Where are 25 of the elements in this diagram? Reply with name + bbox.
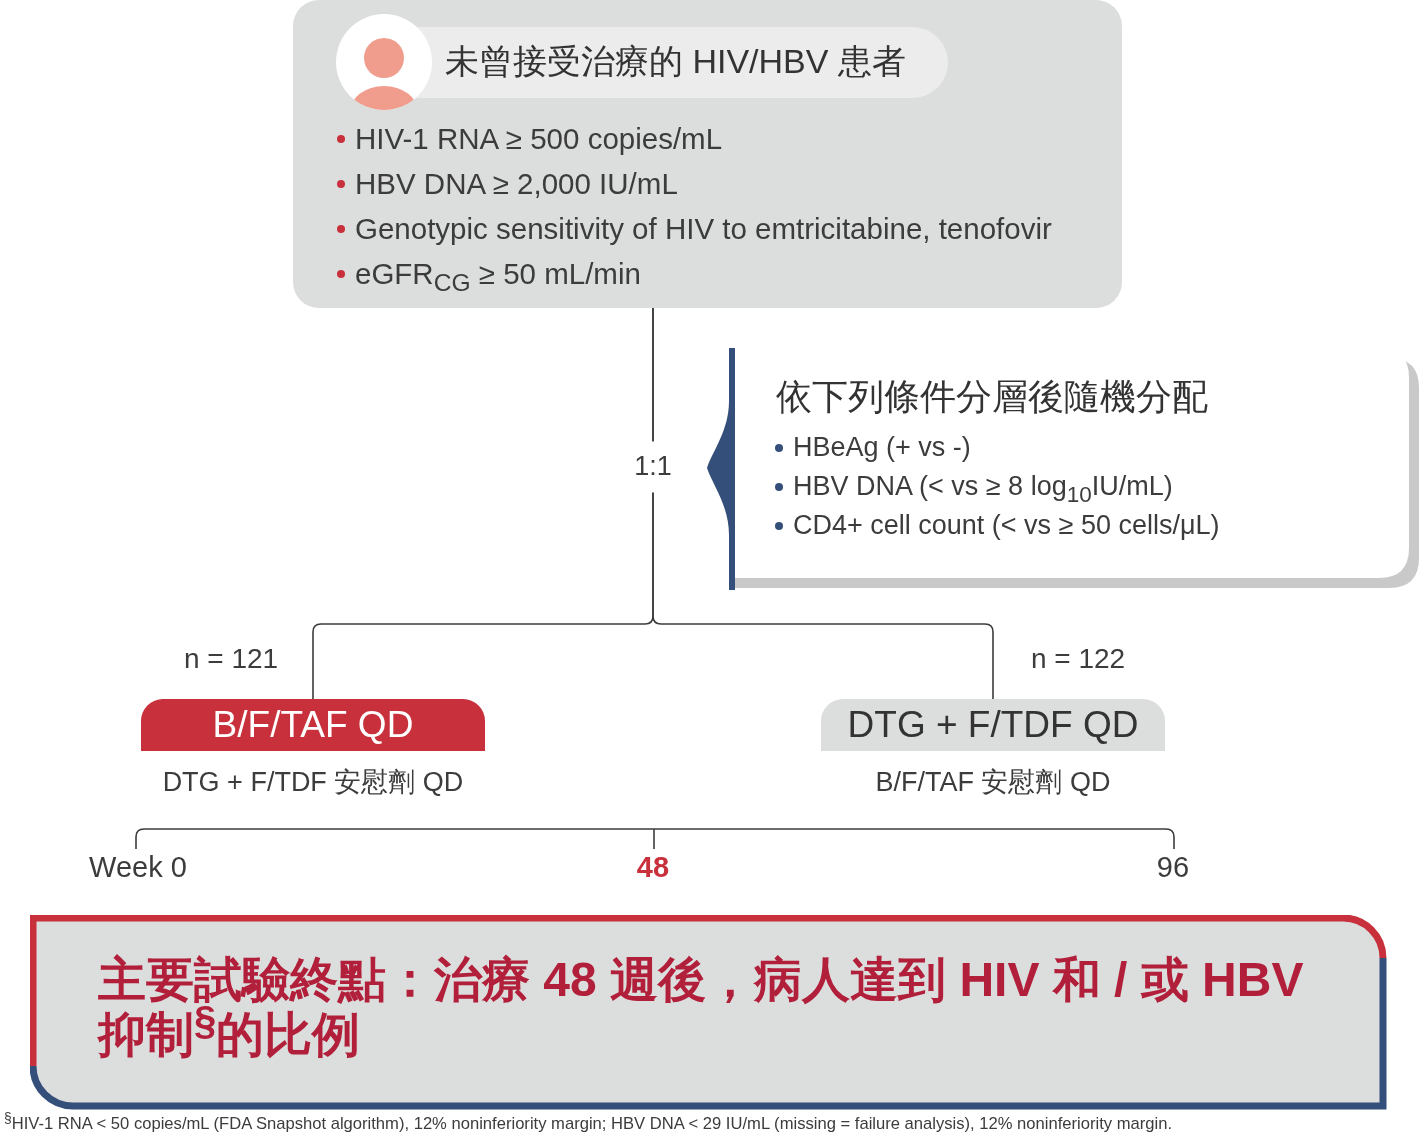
arm-label: DTG + F/TDF QD xyxy=(847,703,1139,747)
sample-size-label: n = 122 xyxy=(1030,642,1126,676)
arm-tab xyxy=(821,699,1165,751)
endpoint-text: 主要試驗終點：治療 48 週後，病人達到 HIV 和 / 或 HBV 抑制$^{§}$的比例 xyxy=(98,952,1305,1062)
endpoint-box xyxy=(30,915,1387,1110)
regimen-caption: B/F/TAF 安慰劑 QD xyxy=(875,767,1111,799)
axis-label: Week 0 xyxy=(89,851,187,885)
heading-pill xyxy=(336,14,948,110)
arm-label: B/F/TAF QD xyxy=(212,703,414,747)
bullet-text: HIV-1 RNA ≥ 500 copies/mL xyxy=(355,122,723,156)
bullet-text: eGFR$_{CG}$ ≥ 50 mL/min xyxy=(355,257,641,291)
bullet-text: HBeAg (+ vs -) xyxy=(793,432,971,464)
criteria-panel xyxy=(293,0,1122,308)
callout-title: 依下列條件分層後隨機分配 xyxy=(776,376,1208,418)
heading: 未曾接受治療的 HIV/HBV 患者 xyxy=(445,42,906,82)
axis-label: 48 xyxy=(636,851,670,885)
connector-line xyxy=(652,307,994,700)
bullet-text: CD4+ cell count (< vs ≥ 50 cells/μL) xyxy=(793,510,1220,542)
bullet-text: Genotypic sensitivity of HIV to emtricitabine, tenofovir xyxy=(355,212,1052,246)
bullet-text: HBV DNA (< vs ≥ 8 log$_{10}$IU/mL) xyxy=(793,471,1173,503)
regimen-caption: DTG + F/TDF 安慰劑 QD xyxy=(162,767,464,799)
bullet-text: HBV DNA ≥ 2,000 IU/mL xyxy=(355,167,678,201)
sample-size-label: n = 121 xyxy=(183,642,279,676)
arm-tab xyxy=(141,699,485,751)
axis-label: 96 xyxy=(1156,851,1190,885)
